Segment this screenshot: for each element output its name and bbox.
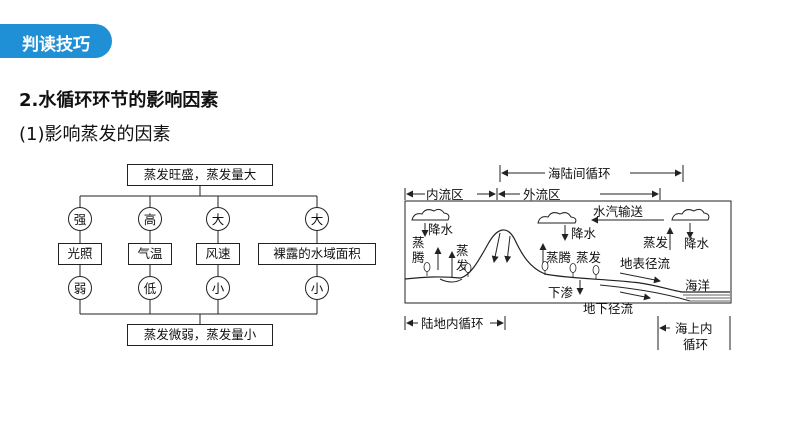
- factor-sunlight: 光照: [58, 243, 102, 265]
- evaporation-arrows: [434, 227, 674, 278]
- evaporation-label-land: 蒸发: [576, 250, 602, 265]
- transpiration-label-1: 蒸: [412, 235, 425, 250]
- precip-label-land: 降水: [571, 226, 597, 241]
- sea-land-cycle-label: 海陆间循环: [548, 166, 611, 181]
- groundwater-runoff-label: 地下径流: [583, 301, 634, 316]
- sea-cycle-label-2: 循环: [683, 337, 708, 352]
- surface-runoff-arrow: [619, 272, 661, 284]
- groundwater-arrow: [619, 291, 651, 301]
- transpiration-label-land: 蒸腾: [546, 250, 572, 265]
- sea-cycle-label-1: 海上内: [675, 321, 713, 336]
- strong-evaporation-box: 蒸发旺盛，蒸发量大: [127, 164, 273, 186]
- land-cycle-label: 陆地内循环: [421, 316, 484, 331]
- transpiration-label-2: 腾: [412, 250, 425, 265]
- groundwater-line: [599, 284, 691, 302]
- factor-water-area: 裸露的水域面积: [258, 243, 376, 265]
- factor-low-temperature: 低: [138, 276, 162, 300]
- outflow-area-label: 外流区: [523, 187, 561, 202]
- infiltration-label: 下渗: [548, 285, 574, 300]
- precip-label-sea: 降水: [684, 236, 710, 251]
- cloud-icon: [671, 208, 710, 221]
- region-bracket: [404, 188, 661, 200]
- factor-high-water-area: 大: [305, 207, 329, 231]
- evaporation-label-1: 蒸: [456, 243, 469, 258]
- factor-low-sunlight: 弱: [68, 276, 92, 300]
- ocean-label: 海洋: [685, 278, 710, 293]
- factor-high-wind: 大: [206, 207, 230, 231]
- sea-land-cycle-bracket: [499, 165, 684, 182]
- vapor-transport-label: 水汽输送: [593, 204, 644, 219]
- section-title: 2.水循环环节的影响因素: [19, 90, 219, 111]
- precip-label-inland: 降水: [428, 222, 454, 237]
- bottom-brackets: [404, 316, 731, 350]
- inland-lake: [439, 278, 463, 283]
- subsection-title: (1)影响蒸发的因素: [19, 124, 171, 145]
- factor-low-water-area: 小: [305, 276, 329, 300]
- cloud-icon: [537, 212, 577, 224]
- factor-temperature: 气温: [128, 243, 172, 265]
- evaporation-label-sea: 蒸发: [643, 235, 669, 250]
- factor-low-wind: 小: [206, 276, 230, 300]
- surface-runoff-label: 地表径流: [620, 256, 671, 271]
- section-tag: 判读技巧: [0, 24, 112, 58]
- factor-high-sunlight: 强: [68, 207, 92, 231]
- section-tag-label: 判读技巧: [22, 35, 90, 55]
- cloud-icon: [411, 208, 450, 221]
- tree-icons: [423, 261, 600, 279]
- land-surface-line: [404, 229, 730, 293]
- weak-evaporation-box: 蒸发微弱，蒸发量小: [127, 324, 273, 346]
- factor-high-temperature: 高: [138, 207, 162, 231]
- factor-wind-speed: 风速: [196, 243, 240, 265]
- inland-area-label: 内流区: [426, 187, 464, 202]
- precipitation-arrows: [421, 223, 694, 263]
